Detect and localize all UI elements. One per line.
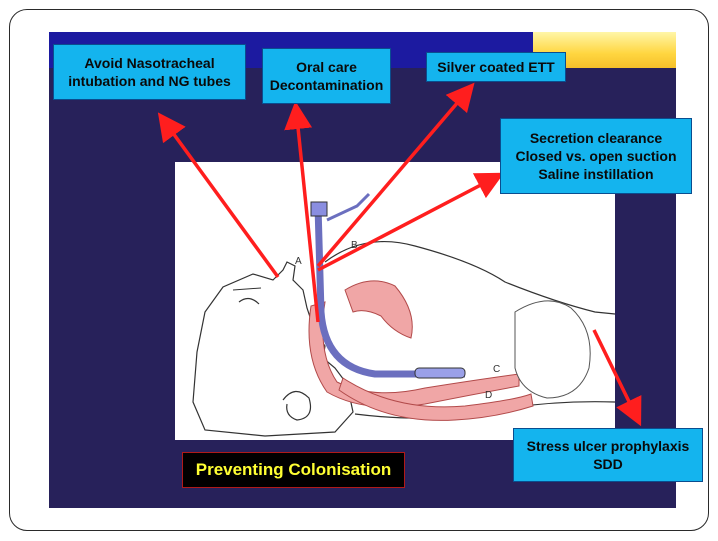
slide-title: Preventing Colonisation bbox=[182, 452, 405, 488]
callout-line: Oral care bbox=[296, 58, 357, 76]
callout-line: Silver coated ETT bbox=[437, 58, 554, 76]
callout-line: intubation and NG tubes bbox=[68, 72, 231, 90]
arrow-secretion bbox=[318, 176, 498, 270]
callout-nasotracheal: Avoid Nasotracheal intubation and NG tub… bbox=[53, 44, 246, 100]
callout-secretion-clearance: Secretion clearance Closed vs. open suct… bbox=[500, 118, 692, 194]
callout-line: Decontamination bbox=[270, 76, 384, 94]
callout-line: Stress ulcer prophylaxis bbox=[527, 437, 690, 455]
arrow-nasotracheal bbox=[162, 118, 278, 277]
callout-line: Secretion clearance bbox=[530, 129, 662, 147]
callout-stress-ulcer: Stress ulcer prophylaxis SDD bbox=[513, 428, 703, 482]
arrow-stress-ulcer bbox=[594, 330, 638, 420]
callout-line: Avoid Nasotracheal bbox=[84, 54, 214, 72]
callout-line: Closed vs. open suction bbox=[515, 147, 676, 165]
callout-silver-ett: Silver coated ETT bbox=[426, 52, 566, 82]
arrow-silver-ett bbox=[318, 88, 470, 266]
callout-line: SDD bbox=[593, 455, 623, 473]
callout-line: Saline instillation bbox=[538, 165, 653, 183]
callout-oral-care: Oral care Decontamination bbox=[262, 48, 391, 104]
arrow-oral-care bbox=[296, 108, 318, 322]
